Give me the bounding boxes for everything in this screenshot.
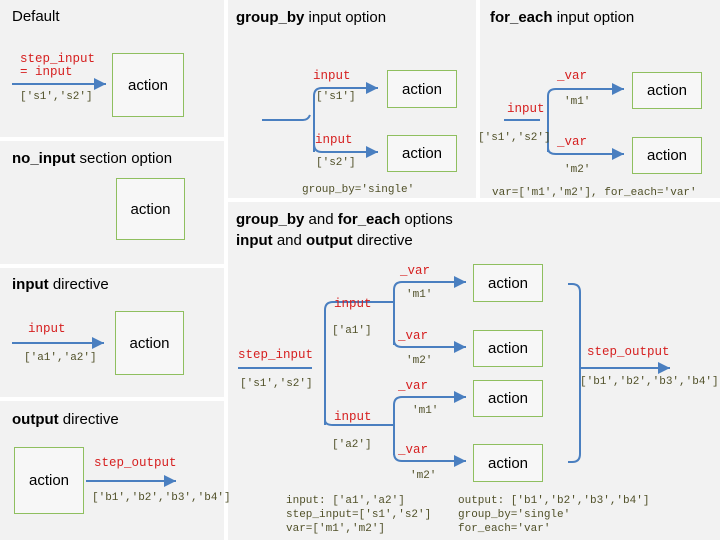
for-each-var-top: _var bbox=[557, 69, 588, 83]
group-by-action-box-bottom: action bbox=[387, 135, 457, 172]
combined-action-box-4: action bbox=[473, 444, 543, 482]
for-each-action-box-bottom: action bbox=[632, 137, 702, 174]
combined-m2-2: 'm2' bbox=[410, 470, 437, 482]
combined-m1-1: 'm1' bbox=[406, 289, 433, 301]
step-input-eq-label: = input bbox=[20, 65, 73, 79]
combined-m2-1: 'm2' bbox=[406, 355, 433, 367]
combined-step-input-values: ['s1','s2'] bbox=[240, 378, 313, 390]
group-by-action-box-top: action bbox=[387, 70, 457, 108]
combined-step-output-label: step_output bbox=[587, 345, 670, 359]
combined-action-box-2: action bbox=[473, 330, 543, 367]
for-each-var-bottom: _var bbox=[557, 135, 588, 149]
for-each-action-box-top: action bbox=[632, 72, 702, 109]
for-each-input-values: ['s1','s2'] bbox=[478, 132, 551, 144]
output-values: ['b1','b2','b3','b4'] bbox=[92, 492, 231, 504]
combined-footer-left-1: input: ['a1','a2'] bbox=[286, 495, 405, 507]
step-input-label: step_input bbox=[20, 52, 96, 66]
combined-var-4: _var bbox=[398, 443, 429, 457]
for-each-title: for_each input option bbox=[490, 9, 635, 26]
group-by-values-bottom: ['s2'] bbox=[316, 157, 356, 169]
group-by-branch bbox=[313, 82, 378, 152]
combined-step-output-values: ['b1','b2','b3','b4'] bbox=[580, 376, 719, 388]
combined-title-line1: group_by and for_each options bbox=[236, 211, 453, 228]
combined-panel bbox=[228, 202, 720, 540]
combined-var-2: _var bbox=[398, 329, 429, 343]
combined-footer-left-3: var=['m1','m2'] bbox=[286, 523, 386, 535]
input-action-box: action bbox=[115, 311, 184, 375]
no-input-action-box: action bbox=[116, 178, 185, 240]
group-by-values-top: ['s1'] bbox=[316, 91, 356, 103]
combined-step-input-label: step_input bbox=[238, 348, 314, 362]
input-panel bbox=[0, 268, 224, 397]
group-by-input-label-bottom: input bbox=[315, 133, 353, 147]
for-each-input-label: input bbox=[507, 102, 545, 116]
input-directive-title: input directive bbox=[12, 276, 109, 293]
group-by-title: group_by input option bbox=[236, 9, 387, 26]
input-arrow-label: input bbox=[28, 322, 66, 336]
for-each-footer: var=['m1','m2'], for_each='var' bbox=[492, 187, 697, 199]
group-by-footer: group_by='single' bbox=[302, 184, 415, 196]
combined-var-1: _var bbox=[400, 264, 431, 278]
no-input-title: no_input section option bbox=[12, 150, 173, 167]
combined-title-line2: input and output directive bbox=[236, 232, 413, 249]
combined-footer-left-2: step_input=['s1','s2'] bbox=[286, 509, 432, 521]
step-output-label: step_output bbox=[94, 456, 177, 470]
combined-m1-2: 'm1' bbox=[412, 405, 439, 417]
combined-action-box-3: action bbox=[473, 380, 543, 417]
output-directive-title: output directive bbox=[12, 411, 119, 428]
default-action-box: action bbox=[112, 53, 184, 117]
input-values: ['a1','a2'] bbox=[24, 352, 97, 364]
for-each-branch bbox=[547, 83, 624, 152]
combined-branch-a bbox=[324, 301, 386, 425]
group-by-input-label-top: input bbox=[313, 69, 351, 83]
for-each-m2: 'm2' bbox=[564, 164, 591, 176]
combined-a2-values: ['a2'] bbox=[332, 439, 372, 451]
combined-footer-right-3: for_each='var' bbox=[458, 523, 551, 535]
for-each-m1: 'm1' bbox=[564, 96, 591, 108]
default-values: ['s1','s2'] bbox=[20, 91, 93, 103]
default-title: Default bbox=[12, 8, 60, 25]
combined-input-label-a2: input bbox=[334, 410, 372, 424]
combined-action-box-1: action bbox=[473, 264, 543, 302]
combined-merge bbox=[568, 283, 581, 463]
combined-input-label-a1: input bbox=[334, 297, 372, 311]
combined-var-3: _var bbox=[398, 379, 429, 393]
combined-footer-right-2: group_by='single' bbox=[458, 509, 571, 521]
output-action-box: action bbox=[14, 447, 84, 514]
combined-footer-right-1: output: ['b1','b2','b3','b4'] bbox=[458, 495, 650, 507]
no-input-panel bbox=[0, 141, 224, 264]
combined-a1-values: ['a1'] bbox=[332, 325, 372, 337]
